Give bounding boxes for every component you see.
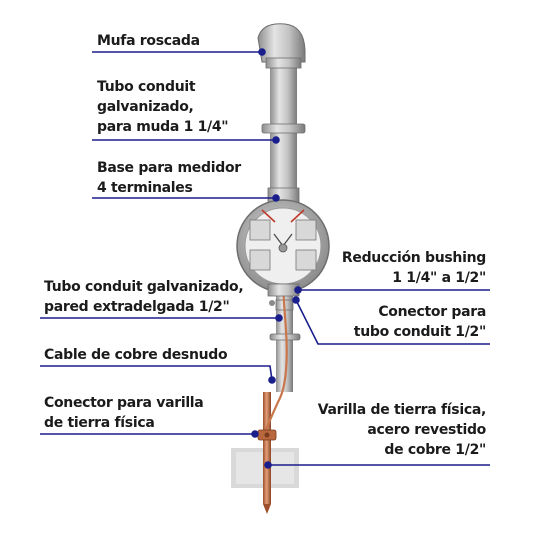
label-line: para muda 1 1/4": [97, 119, 229, 135]
leader-varilla: [264, 461, 490, 469]
leader-tubo-extradelgada: [40, 314, 283, 322]
meter-base-box: [236, 187, 330, 297]
label-line: acero revestido: [367, 422, 486, 438]
label-line: tubo conduit 1/2": [353, 324, 487, 340]
ground-rod: [263, 392, 271, 514]
label-varilla-tierra: Varilla de tierra física, acero revestid…: [317, 400, 487, 460]
leader-lines: [40, 48, 490, 469]
label-tubo-extradelgada: Tubo conduit galvanizado, pared extradel…: [44, 277, 244, 317]
label-line: de cobre 1/2": [384, 442, 486, 458]
label-line: galvanizado,: [97, 99, 194, 115]
label-base-medidor: Base para medidor 4 terminales: [97, 158, 241, 198]
rod-connector-clamp: [257, 429, 277, 441]
label-line: Tubo conduit galvanizado,: [44, 279, 244, 295]
label-line: pared extradelgada 1/2": [44, 299, 230, 315]
leader-reduccion: [294, 286, 490, 294]
label-line: Varilla de tierra física,: [317, 402, 487, 418]
leader-base-medidor: [92, 194, 280, 202]
leader-mufa: [92, 48, 266, 56]
label-line: de tierra física: [44, 415, 155, 431]
label-line: Mufa roscada: [97, 33, 200, 49]
leader-cable-cobre: [40, 365, 276, 384]
leader-conector-varilla: [40, 430, 259, 438]
label-line: Conector para: [378, 304, 486, 320]
label-cable-cobre: Cable de cobre desnudo: [44, 345, 228, 365]
label-line: Cable de cobre desnudo: [44, 347, 228, 363]
weather-head: [257, 23, 306, 69]
leader-conector-tubo: [292, 296, 490, 345]
leader-tubo-conduit: [92, 136, 280, 144]
label-line: Tubo conduit: [97, 79, 196, 95]
label-line: Base para medidor: [97, 160, 241, 176]
label-conector-tubo: Conector para tubo conduit 1/2": [353, 302, 487, 342]
label-line: Conector para varilla: [44, 395, 204, 411]
label-line: 4 terminales: [97, 180, 193, 196]
label-reduccion-bushing: Reducción bushing 1 1/4" a 1/2": [342, 248, 486, 288]
label-tubo-conduit: Tubo conduit galvanizado, para muda 1 1/…: [97, 77, 229, 137]
label-conector-varilla: Conector para varilla de tierra física: [44, 393, 204, 433]
conduit-one-quarter: [261, 60, 306, 200]
label-mufa-roscada: Mufa roscada: [97, 31, 200, 51]
label-line: 1 1/4" a 1/2": [392, 270, 486, 286]
label-line: Reducción bushing: [341, 250, 486, 266]
